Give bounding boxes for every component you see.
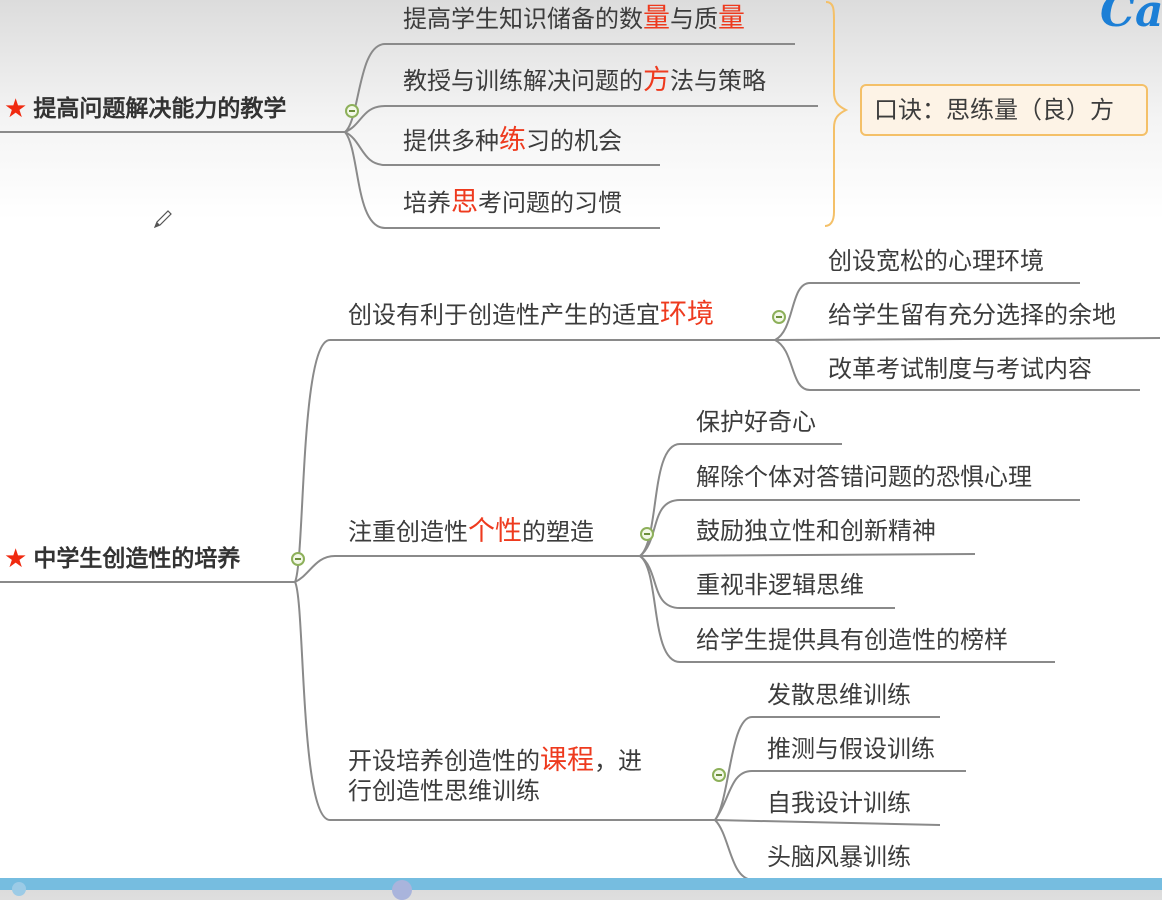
child-node-course[interactable]: 开设培养创造性的课程，进 行创造性思维训练 (348, 745, 642, 806)
collapse-toggle-icon[interactable] (640, 527, 654, 541)
leaf-node[interactable]: 创设宽松的心理环境 (828, 247, 1044, 275)
leaf-node[interactable]: 保护好奇心 (696, 408, 816, 436)
pencil-cursor-icon (153, 210, 172, 229)
child-node[interactable]: 提供多种练习的机会 (403, 125, 622, 156)
root-node-problem-solving[interactable]: ★ 提高问题解决能力的教学 (4, 94, 286, 124)
taskbar-icon[interactable] (392, 880, 412, 900)
child-node[interactable]: 提高学生知识储备的数量与质量 (403, 3, 745, 34)
collapse-toggle-icon[interactable] (772, 310, 786, 324)
collapse-toggle-icon[interactable] (712, 768, 726, 782)
star-icon: ★ (4, 544, 28, 574)
child-node-personality[interactable]: 注重创造性个性的塑造 (348, 516, 594, 547)
collapse-toggle-icon[interactable] (345, 104, 359, 118)
leaf-node[interactable]: 鼓励独立性和创新精神 (696, 517, 936, 545)
leaf-node[interactable]: 给学生留有充分选择的余地 (828, 301, 1116, 329)
leaf-node[interactable]: 重视非逻辑思维 (696, 571, 864, 599)
child-node[interactable]: 培养思考问题的习惯 (403, 187, 622, 218)
star-icon: ★ (4, 94, 28, 124)
bottom-taskbar (0, 878, 1162, 890)
root-node-creativity[interactable]: ★ 中学生创造性的培养 (4, 544, 240, 574)
child-node-environment[interactable]: 创设有利于创造性产生的适宜环境 (348, 299, 714, 330)
child-node[interactable]: 教授与训练解决问题的方法与策略 (403, 65, 766, 96)
leaf-node[interactable]: 发散思维训练 (767, 681, 911, 709)
leaf-node[interactable]: 推测与假设训练 (767, 735, 935, 763)
leaf-node[interactable]: 解除个体对答错问题的恐惧心理 (696, 463, 1032, 491)
leaf-node[interactable]: 头脑风暴训练 (767, 843, 911, 871)
leaf-node[interactable]: 自我设计训练 (767, 789, 911, 817)
leaf-node[interactable]: 给学生提供具有创造性的榜样 (696, 626, 1008, 654)
brand-logo: Ca (1100, 0, 1162, 37)
root-title: 提高问题解决能力的教学 (33, 96, 287, 122)
collapse-toggle-icon[interactable] (291, 552, 305, 566)
taskbar-icon[interactable] (12, 882, 26, 896)
root-title: 中学生创造性的培养 (33, 546, 241, 572)
summary-note[interactable]: 口诀：思练量（良）方 (860, 84, 1148, 136)
leaf-node[interactable]: 改革考试制度与考试内容 (828, 355, 1092, 383)
